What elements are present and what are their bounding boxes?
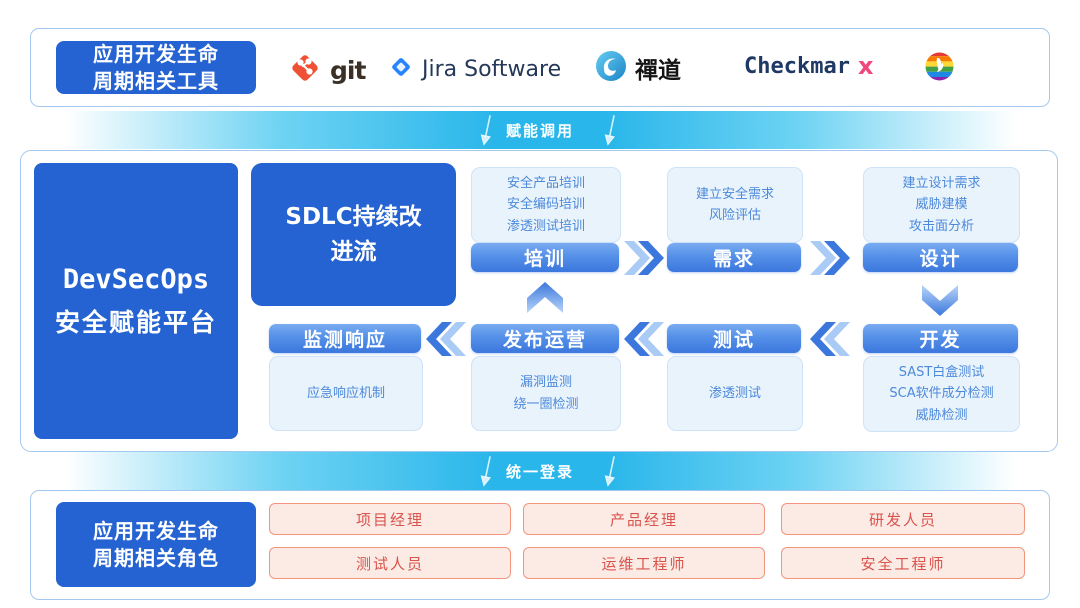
arrow-down-icon xyxy=(920,281,960,321)
stage-design: 设计 xyxy=(863,243,1018,272)
stage-training: 培训 xyxy=(471,243,619,272)
enable-call-label: 赋能调用 xyxy=(505,121,574,140)
sdlc-line1: SDLC持续改 xyxy=(285,204,422,230)
rainbow-logo xyxy=(924,51,955,86)
requirements-item: 建立安全需求 xyxy=(695,186,774,202)
platform-title-box: DevSecOps 安全赋能平台 xyxy=(34,163,238,439)
checkmarx-logo: Checkmar x xyxy=(744,52,873,80)
platform-title-line1: DevSecOps xyxy=(62,263,210,295)
role-product-manager: 产品经理 xyxy=(523,503,765,535)
rainbow-icon xyxy=(924,51,955,86)
arrow-right-icon xyxy=(808,239,852,281)
role-security-engineer: 安全工程师 xyxy=(781,547,1025,579)
enable-call-band: 赋能调用 xyxy=(0,111,1080,149)
training-item: 安全编码培训 xyxy=(506,197,585,213)
down-arrow-icon xyxy=(478,454,496,492)
roles-panel: 应用开发生命 周期相关角色 项目经理 产品经理 研发人员 测试人员 运维工程师 … xyxy=(30,490,1050,600)
sdlc-line2: 进流 xyxy=(330,238,377,265)
role-tester: 测试人员 xyxy=(269,547,511,579)
stage-release: 发布运营 xyxy=(471,324,619,353)
arrow-up-icon xyxy=(525,281,565,321)
unified-login-band: 统一登录 xyxy=(0,452,1080,490)
zentao-icon xyxy=(594,49,628,87)
platform-panel: DevSecOps 安全赋能平台 SDLC持续改 进流 安全产品培训 安全编码培… xyxy=(20,150,1058,452)
release-items-box: 漏洞监测 绕一圈检测 xyxy=(471,356,621,431)
checkmarx-x-mark: x xyxy=(857,52,874,80)
development-items-box: SAST白盒测试 SCA软件成分检测 威胁检测 xyxy=(863,356,1020,432)
tools-title-line2: 周期相关工具 xyxy=(93,68,219,93)
arrow-left-icon xyxy=(424,320,468,362)
arrow-left-icon xyxy=(808,320,852,362)
git-logo-text: git xyxy=(330,55,366,85)
platform-title-line2: 安全赋能平台 xyxy=(54,307,217,337)
training-items-box: 安全产品培训 安全编码培训 渗透测试培训 xyxy=(471,167,621,243)
role-developer: 研发人员 xyxy=(781,503,1025,535)
jira-icon xyxy=(387,53,415,85)
role-project-manager: 项目经理 xyxy=(269,503,511,535)
stage-testing: 测试 xyxy=(667,324,801,353)
design-item: 建立设计需求 xyxy=(902,175,981,191)
arrow-left-icon xyxy=(622,320,666,362)
design-items-box: 建立设计需求 威胁建模 攻击面分析 xyxy=(863,167,1020,243)
development-item: SAST白盒测试 xyxy=(898,364,985,380)
roles-panel-title: 应用开发生命 周期相关角色 xyxy=(56,502,256,587)
training-item: 渗透测试培训 xyxy=(506,218,585,234)
stage-monitoring: 监测响应 xyxy=(269,324,421,353)
stage-development: 开发 xyxy=(863,324,1018,353)
down-arrow-icon xyxy=(478,113,496,151)
requirements-items-box: 建立安全需求 风险评估 xyxy=(667,167,803,243)
development-item: SCA软件成分检测 xyxy=(889,386,994,402)
arrow-right-icon xyxy=(622,239,666,281)
roles-title-line1: 应用开发生命 xyxy=(93,518,219,543)
design-item: 威胁建模 xyxy=(915,197,968,213)
training-item: 安全产品培训 xyxy=(506,175,585,191)
zentao-logo: 禪道 xyxy=(594,49,681,87)
roles-title-line2: 周期相关角色 xyxy=(93,545,219,570)
jira-logo: Jira Software xyxy=(387,53,561,85)
requirements-item: 风险评估 xyxy=(708,208,761,223)
release-item: 绕一圈检测 xyxy=(513,396,579,412)
unified-login-label: 统一登录 xyxy=(505,462,574,481)
zentao-logo-text: 禪道 xyxy=(635,57,681,84)
tools-panel-title: 应用开发生命 周期相关工具 xyxy=(56,41,256,94)
release-item: 漏洞监测 xyxy=(519,375,572,391)
tools-panel: 应用开发生命 周期相关工具 git xyxy=(30,28,1050,107)
testing-item: 渗透测试 xyxy=(708,385,761,401)
development-item: 威胁检测 xyxy=(915,407,968,423)
jira-logo-text: Jira Software xyxy=(422,56,562,82)
git-logo: git xyxy=(287,50,366,90)
testing-items-box: 渗透测试 xyxy=(667,356,803,431)
down-arrow-icon xyxy=(602,113,620,151)
role-ops-engineer: 运维工程师 xyxy=(523,547,765,579)
down-arrow-icon xyxy=(602,454,620,492)
design-item: 攻击面分析 xyxy=(908,218,974,234)
checkmarx-logo-text: Checkmar xyxy=(744,53,850,79)
monitoring-item: 应急响应机制 xyxy=(306,385,385,401)
sdlc-box: SDLC持续改 进流 xyxy=(251,163,456,306)
tools-title-line1: 应用开发生命 xyxy=(93,41,219,66)
stage-requirements: 需求 xyxy=(667,243,801,272)
git-icon xyxy=(287,50,323,90)
monitoring-items-box: 应急响应机制 xyxy=(269,356,423,431)
